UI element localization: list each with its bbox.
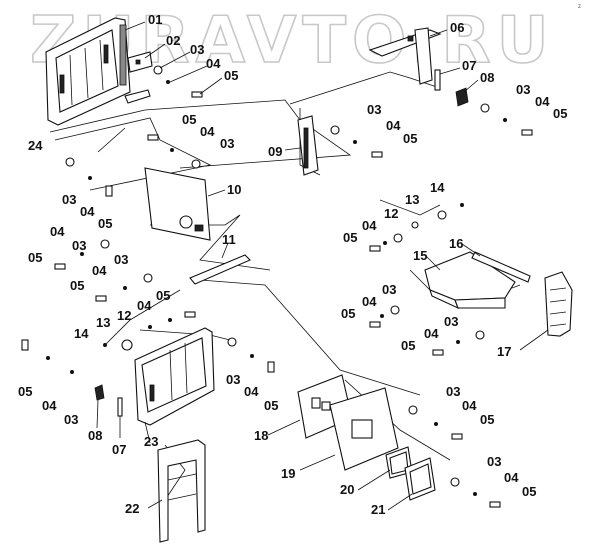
callout-08: 08 xyxy=(480,70,494,85)
callout-15: 15 xyxy=(413,248,427,263)
callout-05: 05 xyxy=(182,112,196,127)
callout-04: 04 xyxy=(200,124,215,139)
callout-04: 04 xyxy=(92,263,107,278)
callout-05: 05 xyxy=(28,250,42,265)
callout-03: 03 xyxy=(367,102,381,117)
callout-04: 04 xyxy=(80,204,95,219)
callout-04: 04 xyxy=(462,398,477,413)
callout-04: 04 xyxy=(50,224,65,239)
callout-24: 24 xyxy=(28,138,43,153)
callout-05: 05 xyxy=(401,338,415,353)
callout-05: 05 xyxy=(264,398,278,413)
callout-03: 03 xyxy=(64,412,78,427)
part-15-tray xyxy=(424,251,516,310)
callout-13: 13 xyxy=(405,192,419,207)
callout-14: 14 xyxy=(430,180,445,195)
callout-02: 02 xyxy=(166,33,180,48)
part-19-cover-sheet xyxy=(329,387,399,471)
fasteners xyxy=(21,65,533,508)
callout-03: 03 xyxy=(220,136,234,151)
callout-14: 14 xyxy=(74,326,89,341)
callout-04: 04 xyxy=(386,118,401,133)
callout-04: 04 xyxy=(137,298,152,313)
callout-18: 18 xyxy=(254,428,268,443)
callout-06: 06 xyxy=(450,20,464,35)
callout-05: 05 xyxy=(341,306,355,321)
callout-05: 05 xyxy=(156,288,170,303)
callout-03: 03 xyxy=(446,384,460,399)
callout-labels: 01 02 03 04 05 06 07 08 03 04 05 24 05 0… xyxy=(18,12,567,517)
callout-12: 12 xyxy=(384,206,398,221)
callout-10: 10 xyxy=(227,182,241,197)
callout-04: 04 xyxy=(504,470,519,485)
callout-21: 21 xyxy=(371,502,385,517)
callout-03: 03 xyxy=(382,282,396,297)
callout-17: 17 xyxy=(497,344,511,359)
callout-03: 03 xyxy=(444,314,458,329)
callout-16: 16 xyxy=(449,236,463,251)
callout-23: 23 xyxy=(144,434,158,449)
part-13-hinge-left xyxy=(121,339,133,351)
callout-05: 05 xyxy=(403,131,417,146)
part-07-clip-top xyxy=(434,69,441,91)
part-06-upper-frame xyxy=(368,27,442,85)
callout-05: 05 xyxy=(224,68,238,83)
callout-04: 04 xyxy=(362,294,377,309)
callout-05: 05 xyxy=(480,412,494,427)
part-24-bracket xyxy=(124,89,151,104)
callout-13: 13 xyxy=(96,315,110,330)
callout-03: 03 xyxy=(516,82,530,97)
callout-01: 01 xyxy=(148,12,162,27)
callout-04: 04 xyxy=(362,218,377,233)
part-01-rear-panel xyxy=(45,17,131,126)
callout-12: 12 xyxy=(117,308,131,323)
callout-04: 04 xyxy=(244,384,259,399)
callout-05: 05 xyxy=(553,106,567,121)
callout-08: 08 xyxy=(88,428,102,443)
callout-09: 09 xyxy=(268,144,282,159)
callout-04: 04 xyxy=(42,398,57,413)
part-23-lower-panel xyxy=(134,327,215,426)
callout-07: 07 xyxy=(112,442,126,457)
part-09-channel xyxy=(297,115,319,176)
part-10-middle-plate xyxy=(144,167,211,241)
callout-03: 03 xyxy=(190,42,204,57)
callout-05: 05 xyxy=(98,216,112,231)
part-17-ladder xyxy=(544,271,573,337)
part-16-rail xyxy=(471,251,531,283)
callout-03: 03 xyxy=(226,372,240,387)
callout-03: 03 xyxy=(62,192,76,207)
callout-04: 04 xyxy=(535,94,550,109)
callout-05: 05 xyxy=(18,384,32,399)
callout-07: 07 xyxy=(462,58,476,73)
part-08-pad-lower xyxy=(94,384,105,401)
callout-05: 05 xyxy=(522,484,536,499)
callout-03: 03 xyxy=(487,454,501,469)
corner-mark: z xyxy=(578,4,581,10)
callout-05: 05 xyxy=(343,230,357,245)
callout-03: 03 xyxy=(114,252,128,267)
callout-11: 11 xyxy=(222,232,236,247)
part-11-long-bar xyxy=(189,254,251,285)
callout-04: 04 xyxy=(206,56,221,71)
part-07-clip-lower xyxy=(117,397,123,417)
leader-lines xyxy=(96,21,549,511)
callout-20: 20 xyxy=(340,482,354,497)
callout-05: 05 xyxy=(70,278,84,293)
part-22-ladder-frame xyxy=(157,439,206,543)
callout-19: 19 xyxy=(281,466,295,481)
callout-03: 03 xyxy=(72,238,86,253)
callout-22: 22 xyxy=(125,501,139,516)
part-08-pad-top xyxy=(455,87,469,107)
part-21-frame xyxy=(404,457,436,501)
callout-04: 04 xyxy=(424,326,439,341)
